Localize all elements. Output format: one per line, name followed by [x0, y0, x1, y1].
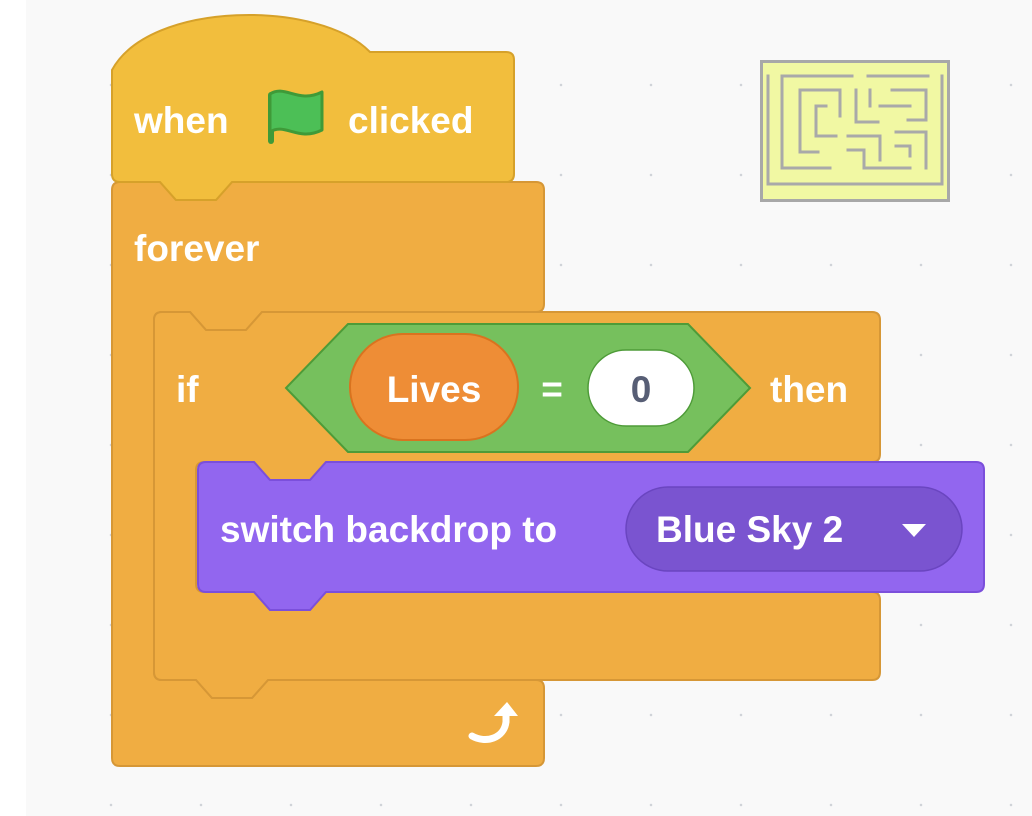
backdrop-dropdown-value[interactable]: Blue Sky 2	[656, 509, 844, 550]
then-label: then	[770, 369, 849, 410]
green-flag-icon	[268, 89, 324, 144]
forever-label: forever	[134, 228, 260, 269]
lives-variable-label: Lives	[386, 369, 482, 410]
equals-sign: =	[541, 369, 563, 410]
value-input[interactable]	[587, 349, 695, 427]
when-label: when	[134, 100, 229, 141]
dropdown-arrow-icon	[902, 524, 926, 537]
clicked-label: clicked	[348, 100, 474, 141]
backdrop-dropdown[interactable]	[625, 486, 963, 572]
loop-arrow-icon	[468, 702, 518, 743]
value-input-text[interactable]: 0	[630, 369, 652, 410]
if-label: if	[176, 369, 199, 410]
switch-backdrop-label: switch backdrop to	[220, 509, 558, 550]
lives-variable-reporter[interactable]	[349, 333, 519, 441]
maze-icon[interactable]	[760, 60, 950, 202]
